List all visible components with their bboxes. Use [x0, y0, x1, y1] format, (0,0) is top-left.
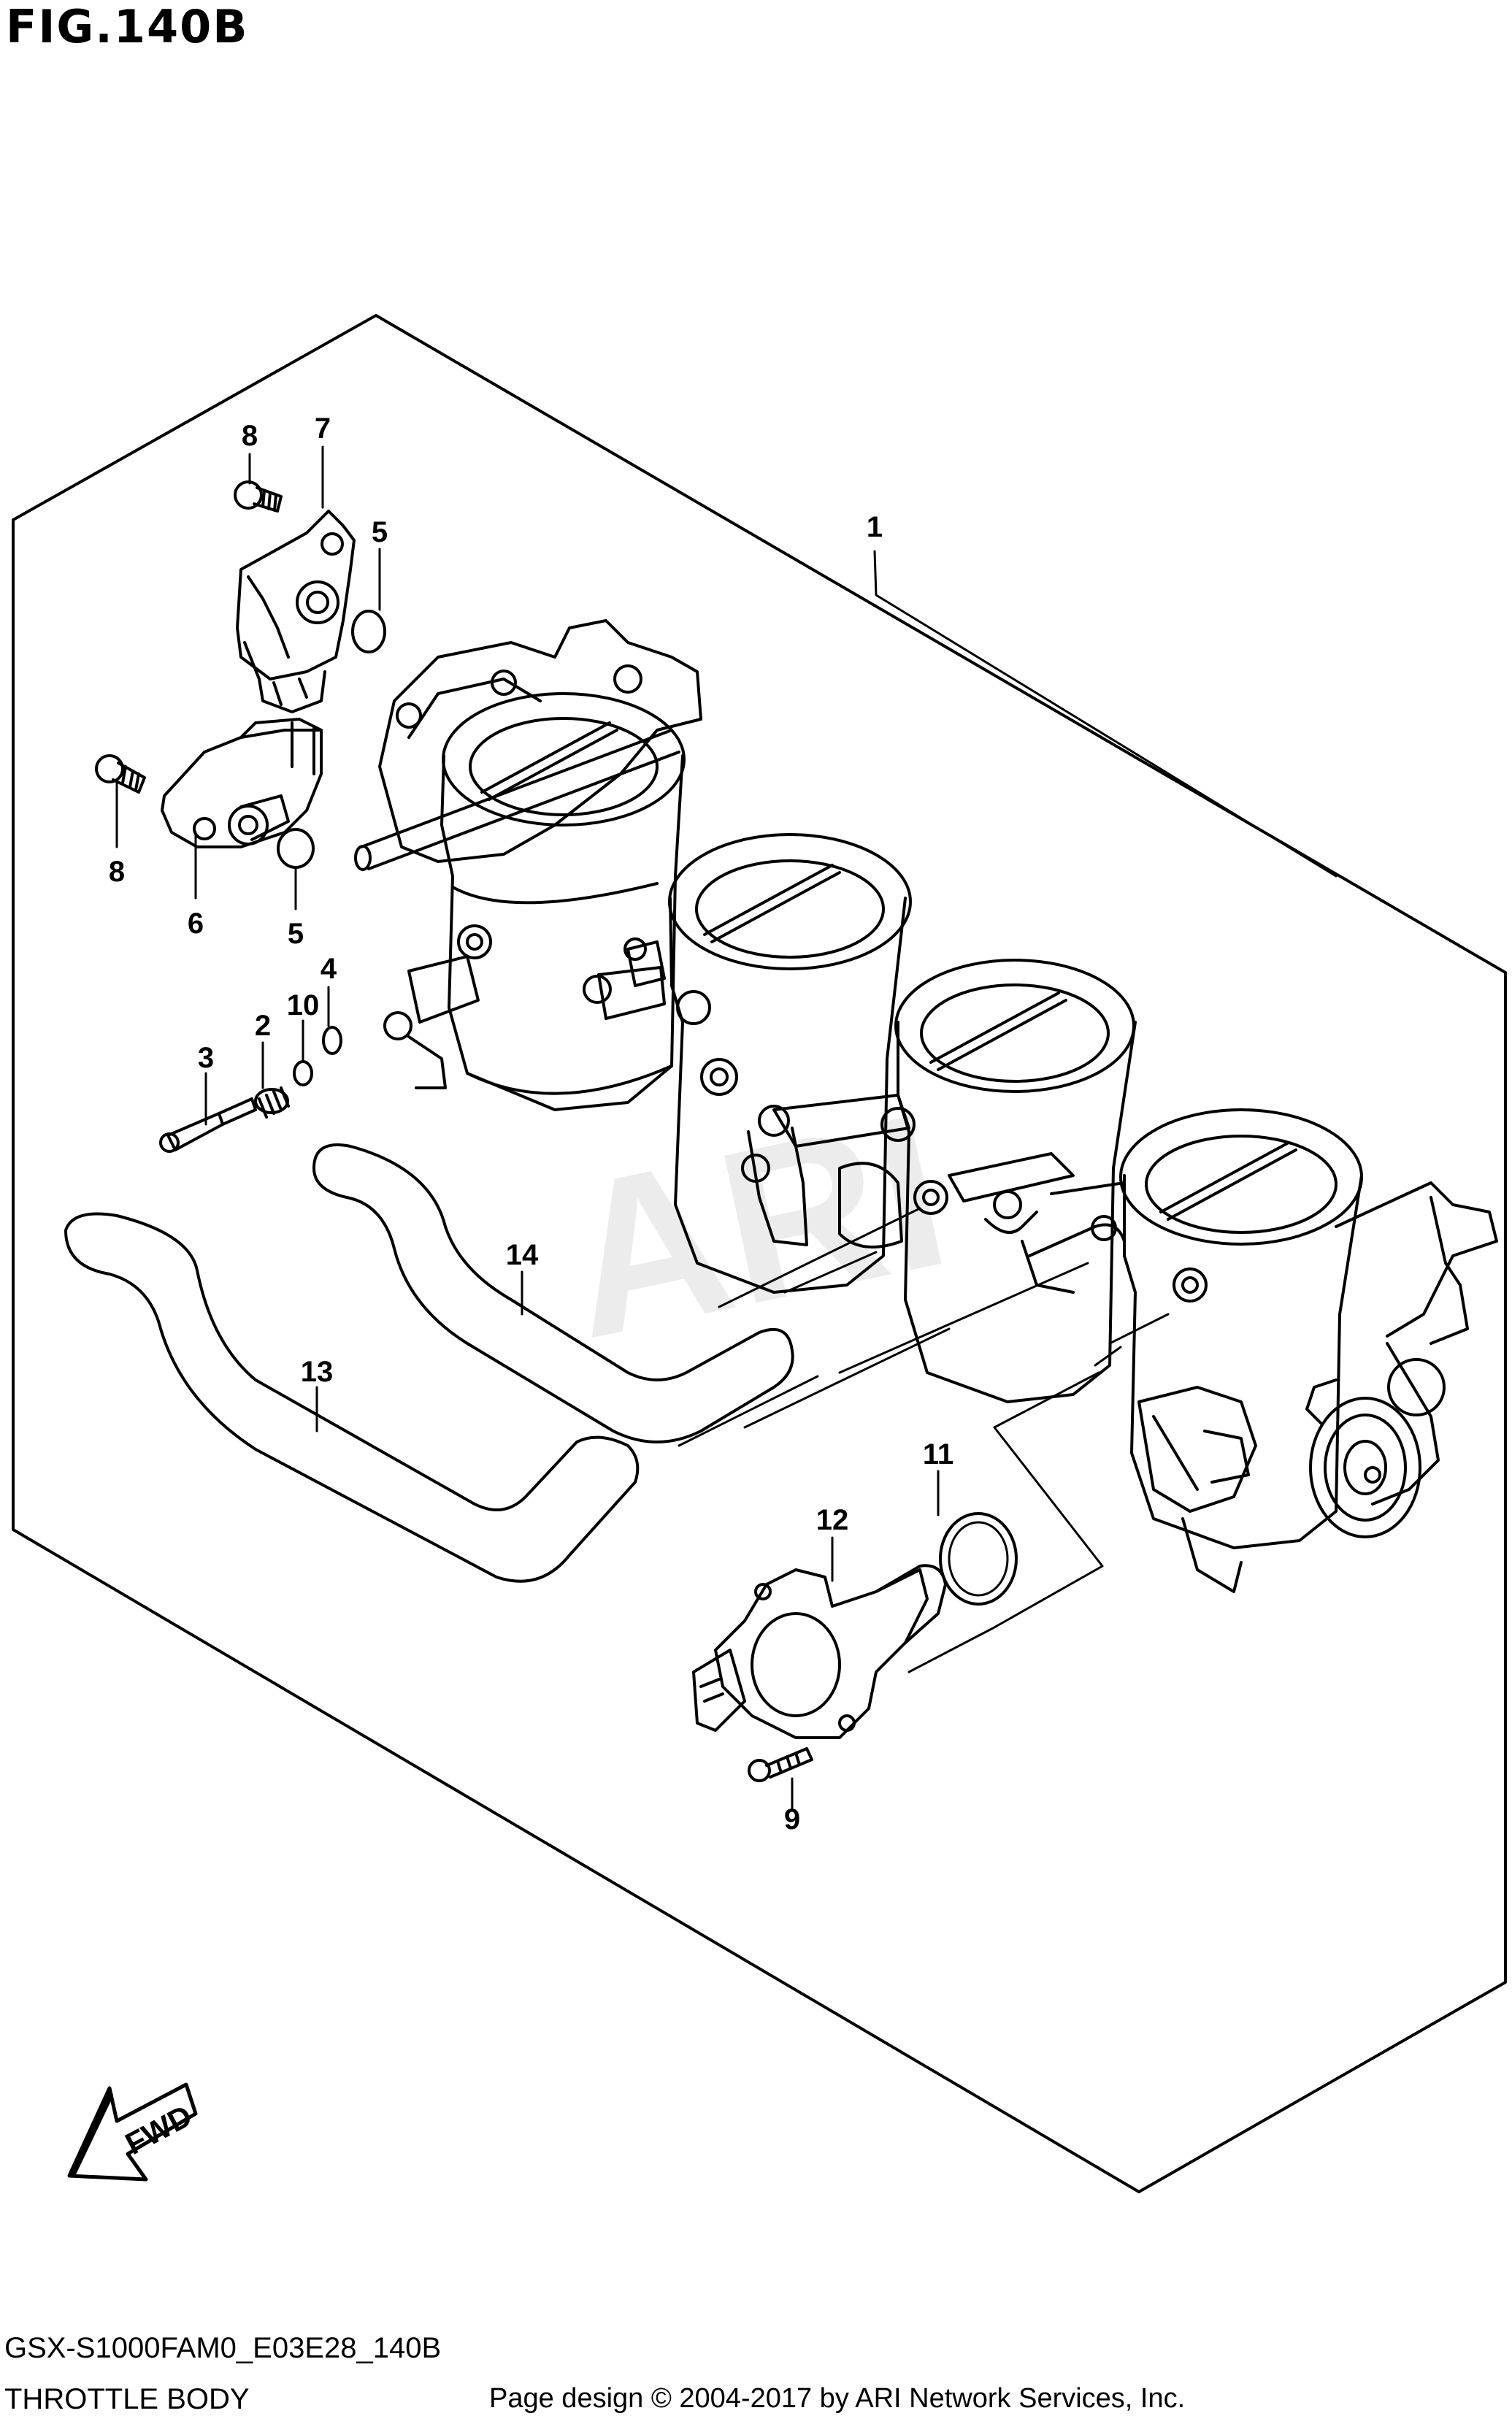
callout-leaders	[115, 445, 940, 1812]
callout-9: 9	[784, 1803, 800, 1836]
part-6-sensor	[161, 718, 323, 848]
throttle-bore-4	[1119, 1108, 1498, 1593]
callout-8-upper: 8	[242, 420, 258, 452]
part-8-bolt-lower	[95, 754, 146, 794]
diagram-code: GSX-S1000FAM0_E03E28_140B	[4, 2332, 442, 2364]
callout-2: 2	[255, 1010, 271, 1042]
part-9-screw	[748, 1747, 813, 1782]
part-7-sensor	[236, 510, 356, 713]
callout-4: 4	[321, 953, 337, 985]
part-1-throttle-body	[354, 619, 1498, 1593]
part-4-oring	[322, 1026, 342, 1055]
callout-11: 11	[923, 1438, 953, 1470]
part-8-bolt-upper	[234, 480, 283, 513]
figure-title: FIG.140B	[6, 0, 249, 53]
fwd-label: FWD	[120, 2098, 198, 2161]
throttle-bore-2	[583, 833, 912, 1294]
fwd-arrow-icon: FWD	[67, 2082, 198, 2182]
callout-10: 10	[287, 989, 320, 1021]
part-2-spring	[254, 1086, 290, 1119]
callout-12: 12	[816, 1504, 849, 1536]
leader-1	[873, 550, 1338, 878]
callout-7: 7	[315, 413, 331, 445]
callout-13: 13	[301, 1356, 334, 1388]
part-3-screw	[159, 1097, 257, 1153]
callout-numbers: 1 8 7 5 8 6 5 4 10 2 3 14 13 11 12 9	[109, 413, 953, 1836]
leader-lines	[678, 1207, 1170, 1447]
section-name: THROTTLE BODY	[4, 2383, 250, 2415]
callout-3: 3	[198, 1042, 214, 1074]
callout-5-lower: 5	[288, 918, 304, 950]
part-12-actuator	[692, 1564, 947, 1739]
part-5-oring-upper	[351, 610, 386, 653]
assembly-boundary	[12, 314, 1507, 2193]
copyright-text: Page design © 2004-2017 by ARI Network S…	[489, 2383, 1186, 2414]
part-10-washer	[293, 1060, 313, 1086]
part-11-oring	[939, 1512, 1018, 1606]
part-14-hose	[312, 1143, 794, 1443]
callout-6: 6	[188, 908, 204, 940]
callout-1: 1	[867, 511, 883, 543]
part-13-hose	[64, 1212, 640, 1583]
part-5-oring-lower	[277, 828, 315, 869]
callout-5-upper: 5	[372, 516, 388, 548]
callout-8-lower: 8	[109, 856, 125, 888]
callout-14: 14	[506, 1239, 539, 1271]
throttle-bore-1	[383, 692, 686, 1111]
